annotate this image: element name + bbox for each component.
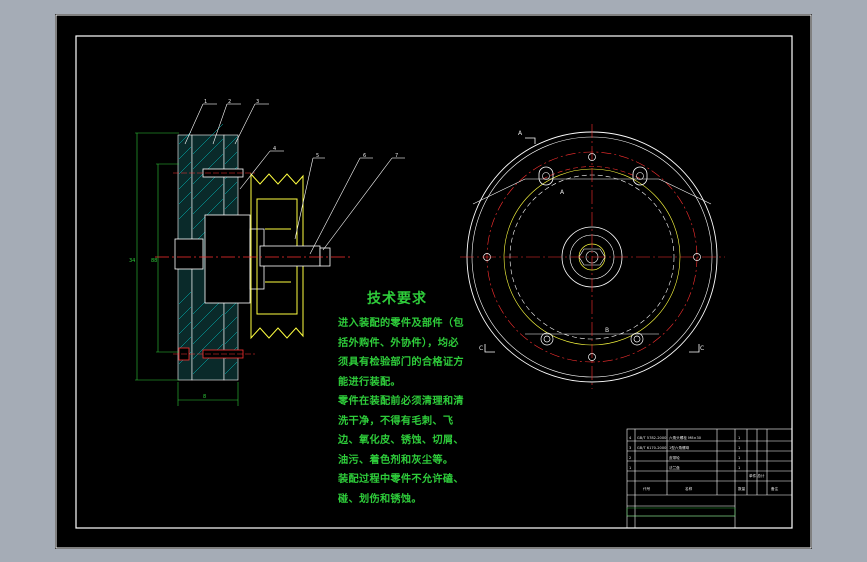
balloon-3: 3 <box>256 99 259 105</box>
title-block <box>626 428 793 529</box>
balloon-1: 1 <box>204 99 207 105</box>
bom-name: 法兰盘 <box>669 465 680 470</box>
drawing-canvas: 34 88 8 1 2 3 4 5 6 7 <box>55 14 812 549</box>
balloon-7: 7 <box>395 153 398 159</box>
section-mark-c1: C <box>479 345 483 352</box>
bom-no: 2 <box>629 456 631 460</box>
section-mark-c2: C <box>700 345 704 352</box>
balloon-4: 4 <box>273 146 276 152</box>
sheet-border <box>55 14 812 549</box>
front-view: A A C C B <box>460 124 725 389</box>
bom-code: GB/T 6170-2000 <box>637 446 667 450</box>
dim-width: 8 <box>203 394 206 400</box>
dim-height: 34 <box>129 258 135 264</box>
bom-qty: 1 <box>738 456 740 460</box>
tech-req-item: 装配过程中零件不允许磕、碰、划伤和锈蚀。 <box>338 473 464 505</box>
header-qty: 数量 <box>738 486 746 491</box>
title-block-green <box>626 507 736 517</box>
balloon-2: 2 <box>228 99 231 105</box>
balloon-5: 5 <box>316 153 319 159</box>
section-mark-a2: A <box>560 189 565 196</box>
bom-name: 1型六角螺母 <box>669 445 690 450</box>
tech-req-list: 进入装配的零件及部件（包括外购件、外协件），均必须具有检验部门的合格证方能进行装… <box>338 314 466 509</box>
cad-viewport[interactable]: 34 88 8 1 2 3 4 5 6 7 <box>55 14 812 549</box>
bom-no: 3 <box>629 446 631 450</box>
drawing-frame <box>75 35 793 529</box>
header-name: 名称 <box>685 486 693 491</box>
bom-no: 4 <box>629 436 632 440</box>
bom-code: GB/T 5782-2000 <box>637 436 667 440</box>
tech-req-title: 技术要求 <box>367 291 427 307</box>
balloon-6: 6 <box>363 153 366 159</box>
tech-req-item: 进入装配的零件及部件（包括外购件、外协件），均必须具有检验部门的合格证方能进行装… <box>338 317 464 388</box>
section-view: 34 88 8 1 2 3 4 5 6 7 <box>129 99 405 406</box>
bom-table: 4 GB/T 5782-2000 六角头螺栓 M8×30 1 3 GB/T 61… <box>629 435 779 491</box>
bom-qty: 1 <box>738 466 740 470</box>
bom-qty: 1 <box>738 436 740 440</box>
bom-name: 六角头螺栓 M8×30 <box>669 435 702 440</box>
header-code: 代号 <box>643 486 651 491</box>
bom-name: 皮带轮 <box>669 455 680 460</box>
header-weight: 单件 总计 <box>749 473 765 478</box>
header-note: 备注 <box>771 486 779 491</box>
bom-no: 1 <box>629 466 631 470</box>
section-mark-a1: A <box>518 130 523 137</box>
dim-inner: 88 <box>151 258 157 264</box>
bom-qty: 1 <box>738 446 740 450</box>
section-mark-b: B <box>605 327 609 334</box>
tech-req-item: 零件在装配前必须清理和清洗干净，不得有毛刺、飞边、氧化皮、锈蚀、切屑、油污、着色… <box>338 395 464 466</box>
